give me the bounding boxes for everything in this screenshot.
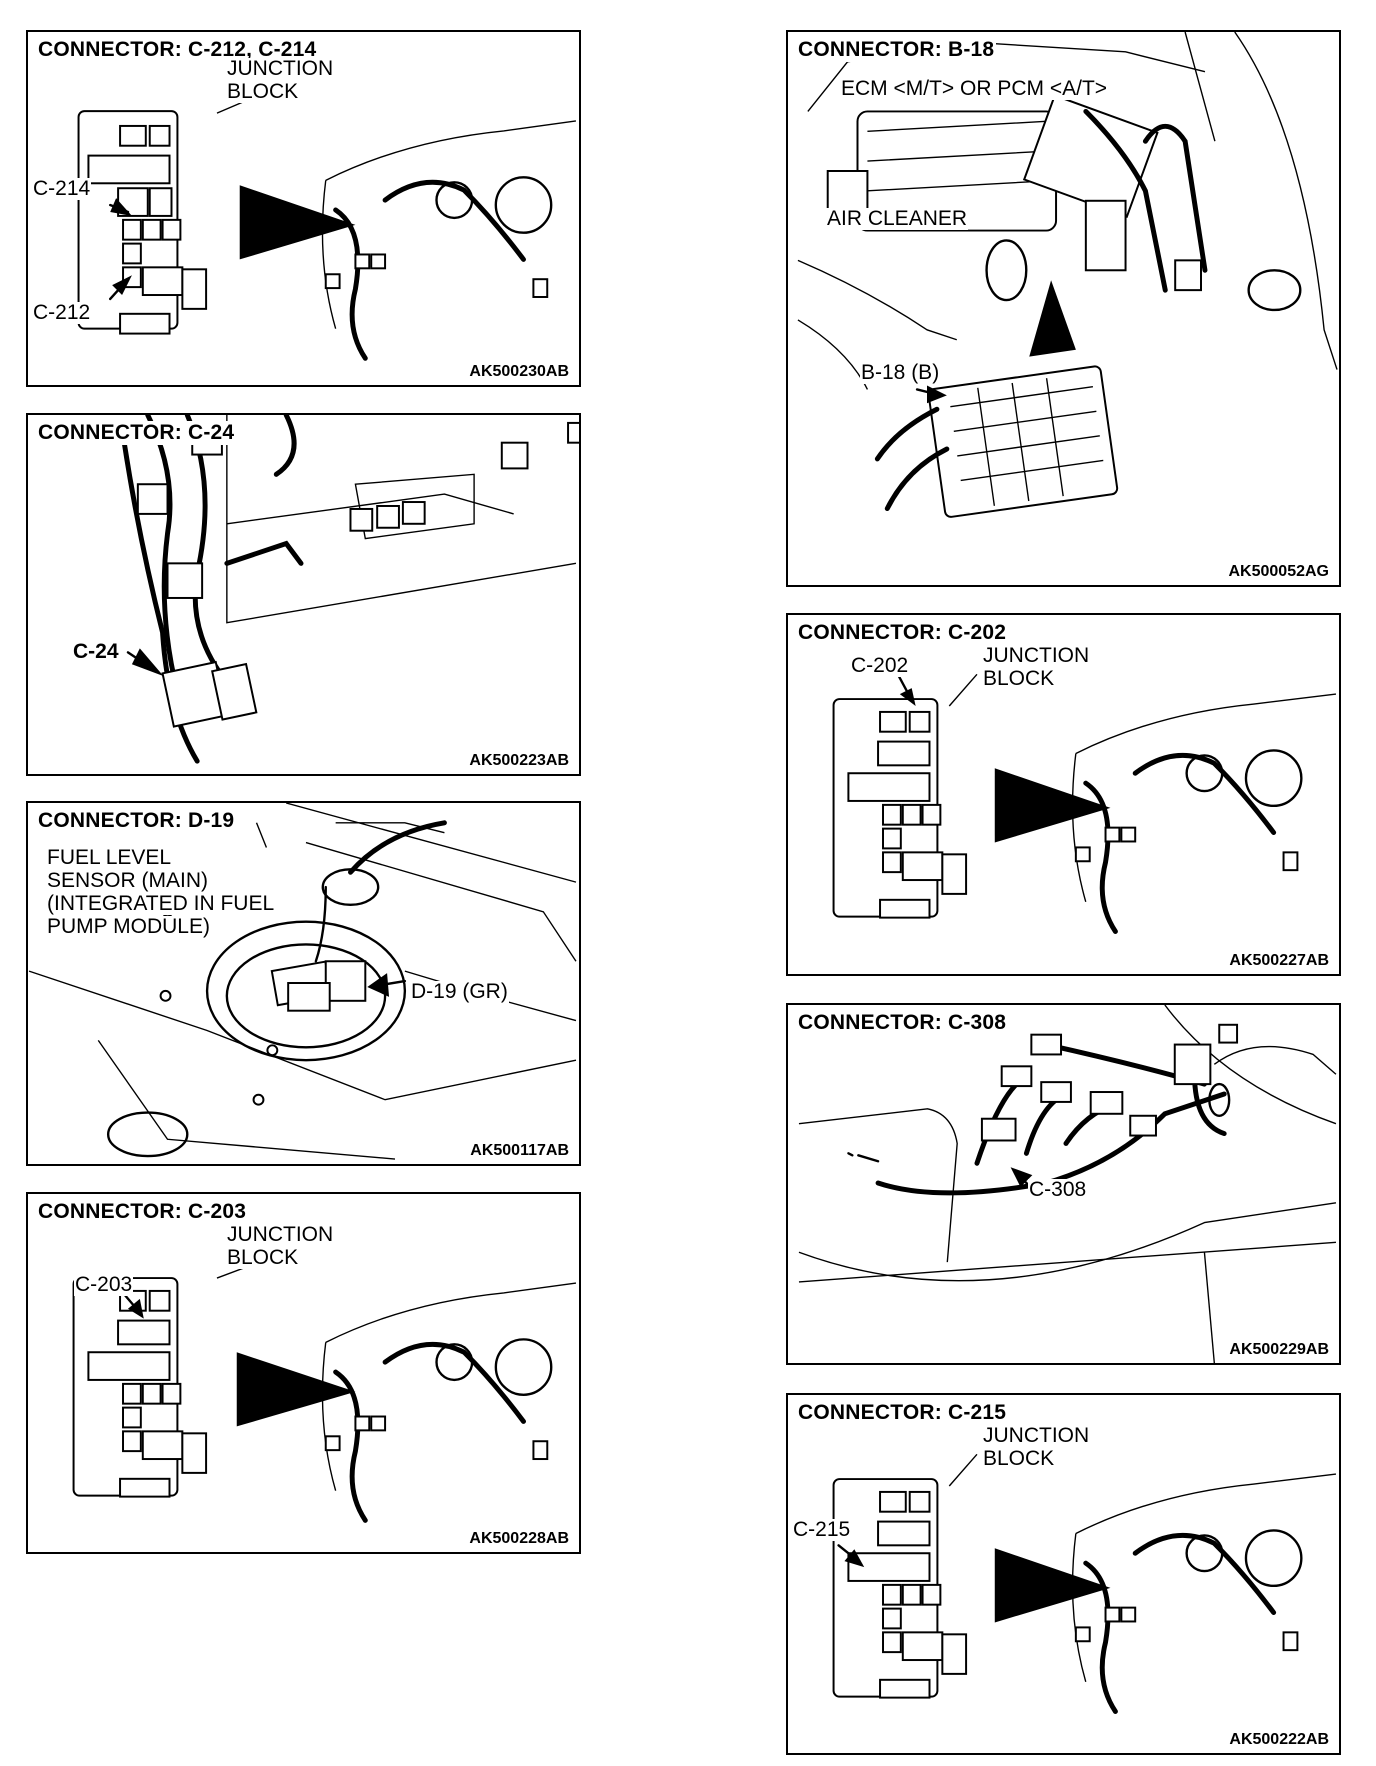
label-junction: JUNCTION [226, 57, 335, 80]
panel-connector-d19: CONNECTOR: D-19 FUEL LEVEL SENSOR (MAIN)… [26, 801, 581, 1166]
panel-title: CONNECTOR: C-203 [36, 1200, 249, 1224]
figure-code: AK500223AB [467, 752, 571, 770]
label-c24: C-24 [72, 640, 120, 663]
label-b18: B-18 (B) [860, 361, 941, 384]
label-d19: D-19 (GR) [410, 980, 509, 1003]
figure-code: AK500222AB [1227, 1731, 1331, 1749]
junction-block-illustration [72, 1262, 577, 1523]
figure-code: AK500228AB [467, 1530, 571, 1548]
panel-connector-c202: CONNECTOR: C-202 C-202 JUNCTION BLOCK AK… [786, 613, 1341, 976]
label-c308: C-308 [1028, 1178, 1088, 1201]
harness-illustration [798, 1005, 1337, 1363]
label-block: BLOCK [982, 667, 1056, 690]
label-block: BLOCK [226, 1246, 300, 1269]
panel-title: CONNECTOR: B-18 [796, 38, 997, 62]
label-block: BLOCK [226, 80, 300, 103]
panel-title: CONNECTOR: C-308 [796, 1011, 1009, 1035]
label-block: BLOCK [982, 1447, 1056, 1470]
label-c215: C-215 [792, 1518, 852, 1541]
figure-code: AK500230AB [467, 363, 571, 381]
panel-connector-c212-c214: CONNECTOR: C-212, C-214 JUNCTION BLOCK C… [26, 30, 581, 387]
panel-title: CONNECTOR: C-24 [36, 421, 237, 445]
junction-block-illustration [832, 673, 1337, 934]
fuel-pump-illustration [28, 803, 577, 1160]
engine-bay-illustration [797, 32, 1338, 518]
junction-block-illustration [77, 95, 577, 361]
panel-title: CONNECTOR: D-19 [36, 809, 237, 833]
label-line3: (INTEGRATED IN FUEL [46, 892, 276, 915]
panel-connector-b18: CONNECTOR: B-18 ECM <M/T> OR PCM <A/T> A… [786, 30, 1341, 587]
label-line4: PUMP MODULE) [46, 915, 211, 938]
figure-code: AK500052AG [1226, 563, 1331, 581]
panel-title: CONNECTOR: C-202 [796, 621, 1009, 645]
panel-connector-c308: CONNECTOR: C-308 C-308 AK500229AB [786, 1003, 1341, 1365]
panel-title: CONNECTOR: C-215 [796, 1401, 1009, 1425]
label-ecm: ECM <M/T> OR PCM <A/T> [840, 77, 1109, 100]
label-junction: JUNCTION [226, 1223, 335, 1246]
label-air-cleaner: AIR CLEANER [826, 207, 969, 230]
figure-code: AK500117AB [468, 1142, 571, 1160]
label-junction: JUNCTION [982, 1424, 1091, 1447]
label-line1: FUEL LEVEL [46, 846, 173, 869]
label-c202: C-202 [850, 654, 910, 677]
figure-code: AK500229AB [1227, 1341, 1331, 1359]
harness-illustration [120, 415, 579, 764]
panel-connector-c203: CONNECTOR: C-203 JUNCTION BLOCK C-203 AK… [26, 1192, 581, 1554]
figure-code: AK500227AB [1227, 952, 1331, 970]
panel-connector-c24: CONNECTOR: C-24 C-24 AK500223AB [26, 413, 581, 776]
label-line2: SENSOR (MAIN) [46, 869, 210, 892]
label-junction: JUNCTION [982, 644, 1091, 667]
label-c203: C-203 [74, 1273, 134, 1296]
panel-connector-c215: CONNECTOR: C-215 JUNCTION BLOCK C-215 AK… [786, 1393, 1341, 1755]
junction-block-illustration [832, 1453, 1337, 1714]
label-c212: C-212 [32, 301, 92, 324]
label-c214: C-214 [32, 177, 92, 200]
